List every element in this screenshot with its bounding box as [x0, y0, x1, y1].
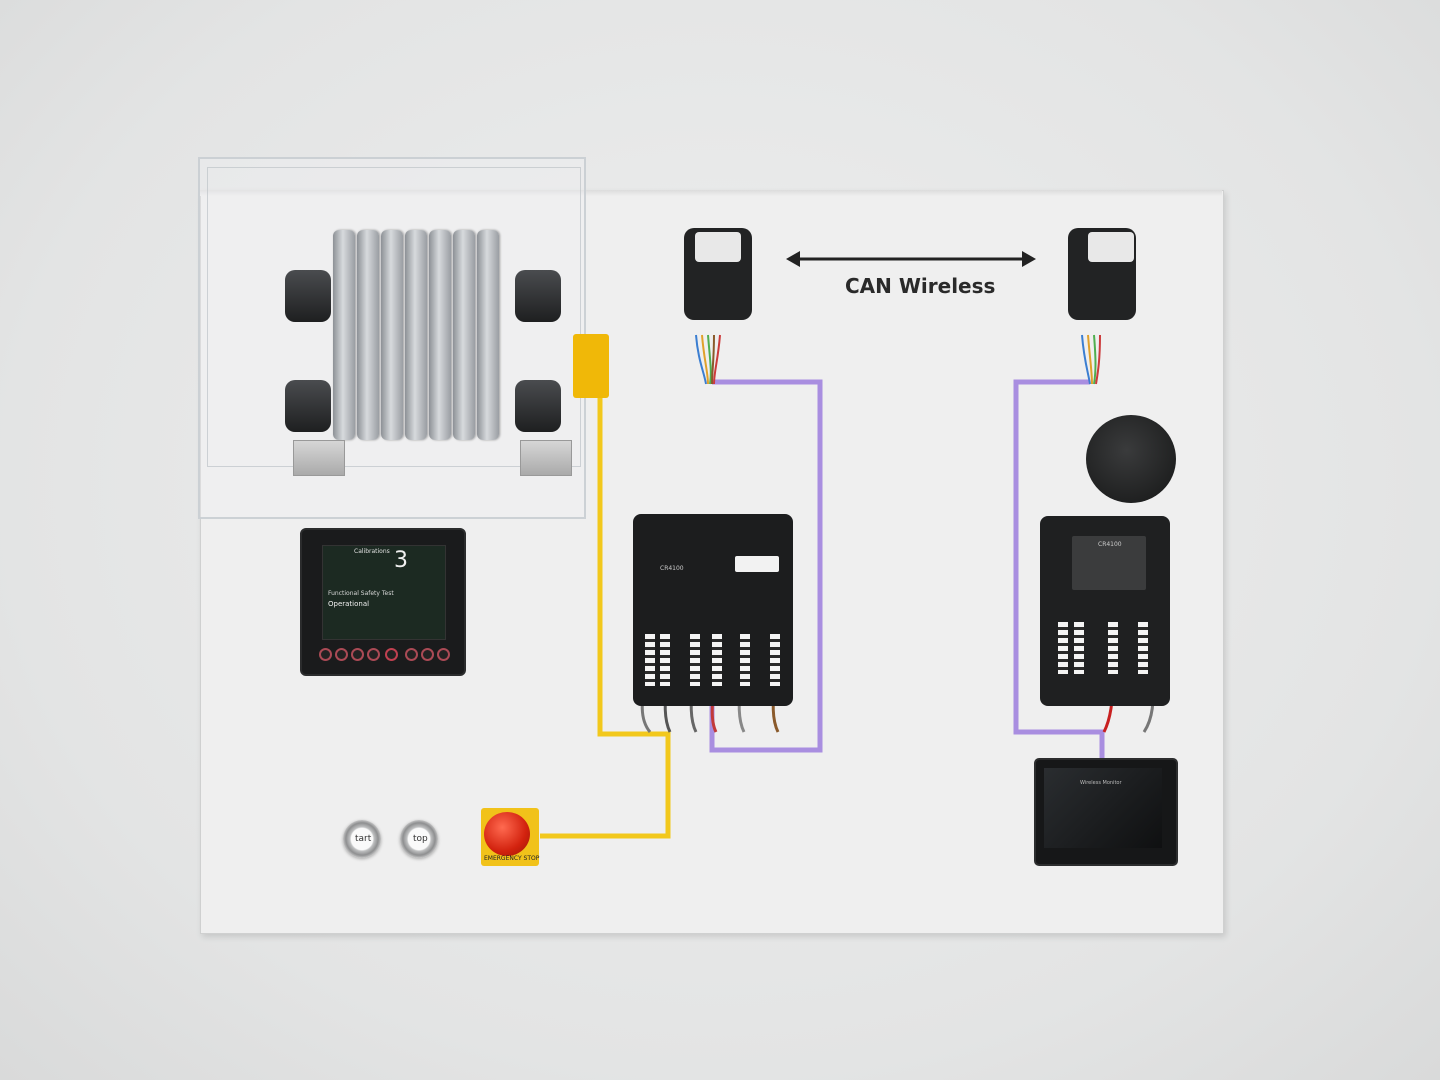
wireless-module-right-label [1088, 232, 1134, 262]
hmi-status-text: Functional Safety Test [328, 590, 394, 597]
emergency-stop-button[interactable] [484, 812, 530, 856]
cutter-disc [453, 230, 475, 440]
plc-right-model: CR4100 [1098, 541, 1122, 548]
hmi-screen-title: Calibrations [354, 548, 390, 555]
purple-wire-left [709, 379, 823, 753]
hmi-soft-key[interactable] [367, 648, 380, 661]
cutter-disc [381, 230, 403, 440]
wireless-display-screen [1044, 768, 1162, 848]
can-wireless-label: CAN Wireless [845, 274, 996, 298]
yellow-wire [540, 398, 671, 839]
hmi-digit: 3 [394, 548, 408, 573]
hmi-soft-key[interactable] [351, 648, 364, 661]
yellow-sensor [573, 334, 609, 398]
stop-button-label: top [413, 834, 428, 844]
terminal-block [1108, 622, 1118, 674]
hmi-soft-key[interactable] [335, 648, 348, 661]
terminal-block [660, 634, 670, 686]
mount-foot [520, 440, 572, 476]
cable-bundle-right [1081, 334, 1101, 385]
hmi-soft-key[interactable] [437, 648, 450, 661]
hmi-soft-key[interactable] [421, 648, 434, 661]
bearing-block [515, 270, 561, 322]
plc-right-sticker [1072, 536, 1146, 590]
terminal-block [645, 634, 655, 686]
cable-bundle-left [695, 334, 721, 385]
cutter-disc [477, 230, 499, 440]
board-edge-shadow [200, 190, 1222, 196]
arrow-head-left-icon [786, 251, 800, 267]
hmi-nav-key[interactable] [385, 648, 398, 661]
hmi-state-text: Operational [328, 600, 370, 608]
shredder-mechanism [245, 230, 575, 476]
wireless-display-title: Wireless Monitor [1080, 780, 1122, 786]
terminal-block [770, 634, 780, 686]
wireless-module-left-label [695, 232, 741, 262]
emergency-stop-label: EMERGENCY STOP [484, 855, 540, 862]
antenna-puck [1086, 415, 1176, 503]
bearing-block [285, 270, 331, 322]
terminal-block [740, 634, 750, 686]
mount-foot [293, 440, 345, 476]
acrylic-enclosure-inner-edge [207, 167, 581, 467]
bearing-block [285, 380, 331, 432]
hmi-soft-key[interactable] [405, 648, 418, 661]
terminal-block [690, 634, 700, 686]
purple-wire-right [1013, 379, 1105, 758]
stop-button[interactable] [400, 820, 438, 858]
start-button[interactable] [343, 820, 381, 858]
plc-left-model: CR4100 [660, 565, 684, 572]
arrow-head-right-icon [1022, 251, 1036, 267]
cutter-disc [333, 230, 355, 440]
start-button-label: tart [355, 834, 372, 844]
terminal-block [712, 634, 722, 686]
bearing-block [515, 380, 561, 432]
terminal-block [1058, 622, 1068, 674]
terminal-block [1138, 622, 1148, 674]
plc-left-sticker [735, 556, 779, 572]
cutter-disc [357, 230, 379, 440]
cutter-disc [405, 230, 427, 440]
hmi-screen [322, 545, 446, 640]
hmi-soft-key[interactable] [319, 648, 332, 661]
cutter-disc [429, 230, 451, 440]
terminal-block [1074, 622, 1084, 674]
